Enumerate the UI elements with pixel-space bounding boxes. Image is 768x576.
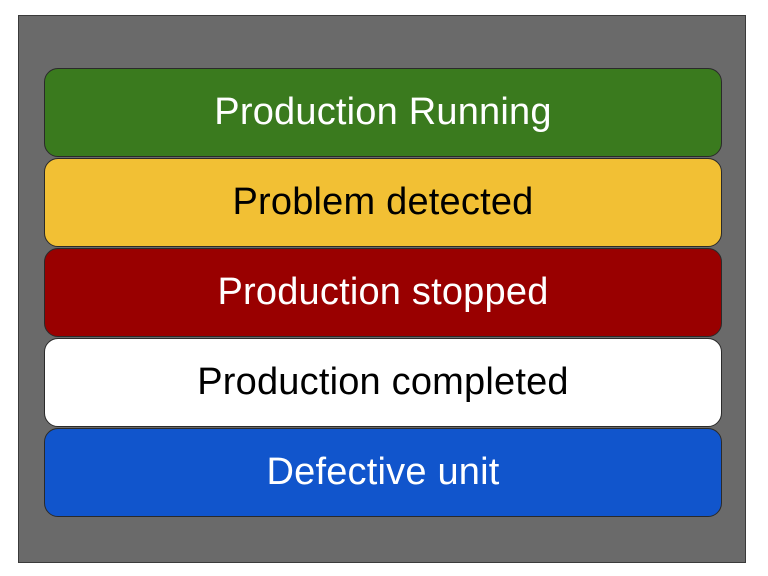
- status-legend: Production Running Problem detected Prod…: [44, 68, 722, 517]
- status-production-completed: Production completed: [44, 338, 722, 427]
- status-label: Defective unit: [266, 451, 500, 493]
- status-label: Production stopped: [217, 271, 549, 313]
- status-production-running: Production Running: [44, 68, 722, 157]
- status-problem-detected: Problem detected: [44, 158, 722, 247]
- status-label: Production Running: [214, 91, 552, 133]
- status-label: Problem detected: [232, 181, 534, 223]
- status-label: Production completed: [197, 361, 569, 403]
- status-defective-unit: Defective unit: [44, 428, 722, 517]
- status-production-stopped: Production stopped: [44, 248, 722, 337]
